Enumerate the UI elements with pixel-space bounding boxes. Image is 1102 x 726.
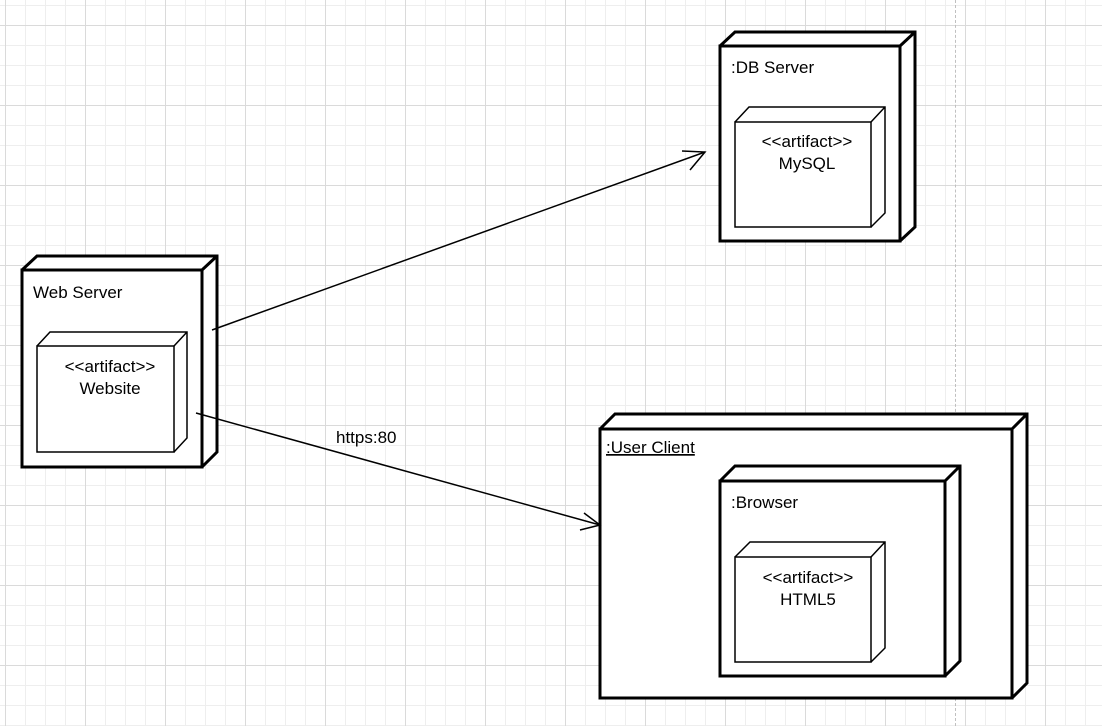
website-artifact[interactable] xyxy=(36,331,188,453)
mysql-artifact[interactable] xyxy=(734,106,886,228)
website-name: Website xyxy=(79,379,140,398)
db-server-label: :DB Server xyxy=(731,58,814,77)
website-stereotype: <<artifact>> xyxy=(65,357,156,376)
user-client-label: :User Client xyxy=(606,438,695,457)
edge-label-https: https:80 xyxy=(336,428,397,447)
edge-web-to-client[interactable] xyxy=(195,412,602,531)
mysql-name: MySQL xyxy=(779,154,836,173)
html5-artifact[interactable] xyxy=(734,541,886,663)
html5-stereotype: <<artifact>> xyxy=(763,568,854,587)
browser-label: :Browser xyxy=(731,493,798,512)
html5-name: HTML5 xyxy=(780,590,836,609)
edge-web-to-db[interactable] xyxy=(211,150,707,331)
web-server-label: Web Server xyxy=(33,283,123,302)
page-break-line xyxy=(955,0,956,726)
mysql-stereotype: <<artifact>> xyxy=(762,132,853,151)
